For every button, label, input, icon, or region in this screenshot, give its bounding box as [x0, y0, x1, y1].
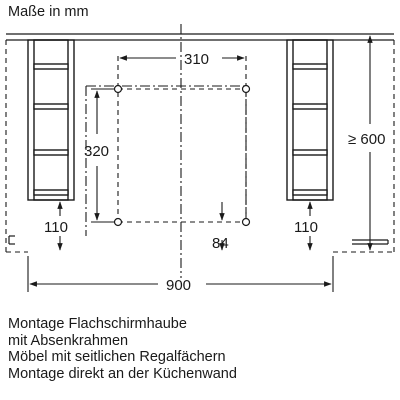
hood-outline	[85, 85, 247, 236]
caption-line: Montage Flachschirmhaube	[8, 316, 187, 332]
dim-line-320	[91, 88, 114, 223]
mounting-hole-icon	[113, 84, 251, 227]
caption-line: Möbel mit seitlichen Regalfächern	[8, 349, 226, 365]
dim-110-left-label: 110	[44, 219, 68, 236]
caption-line: Montage direkt an der Küchenwand	[8, 365, 237, 382]
dim-110-right-label: 110	[294, 219, 318, 236]
left-wall-mark	[8, 235, 15, 245]
right-shelf-cabinet	[286, 39, 334, 201]
dim-84-label: 84	[212, 235, 229, 252]
caption-line: mit Absenkrahmen	[8, 332, 129, 349]
hole-grid	[117, 56, 247, 223]
installation-caption: Montage Flachschirmhaube mit Absenkrahme…	[8, 316, 398, 382]
left-shelf-cabinet	[27, 39, 75, 201]
dim-900-label: 900	[166, 277, 191, 294]
dim-310-label: 310	[184, 51, 209, 68]
units-label: Maße in mm	[8, 4, 89, 20]
dim-line-900	[27, 256, 334, 292]
ceiling-line	[6, 33, 394, 41]
mounting-diagram: 310 320 ≥ 600 110 110 84 900	[5, 24, 395, 294]
dim-600-label: ≥ 600	[348, 131, 385, 148]
dim-320-label: 320	[84, 143, 109, 160]
